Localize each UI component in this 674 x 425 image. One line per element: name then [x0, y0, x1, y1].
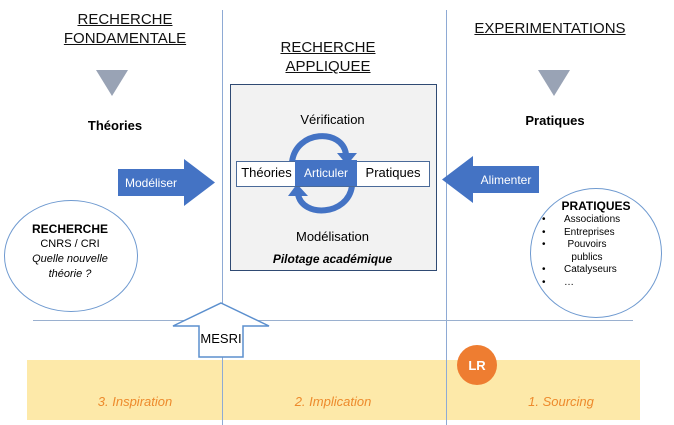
- band-sourcing: 1. Sourcing: [528, 394, 594, 409]
- lr-badge: LR: [457, 345, 497, 385]
- arrow-modeliser-icon: [118, 159, 215, 206]
- arrow-modeliser-label: Modéliser: [124, 176, 178, 190]
- label-pratiques: Pratiques: [525, 113, 585, 128]
- heading-applied-line1: RECHERCHE: [280, 39, 376, 56]
- practices-item: Associations: [542, 214, 652, 227]
- stage-band: [27, 360, 640, 420]
- horizontal-divider: [33, 320, 633, 321]
- caption-pilotage: Pilotage académique: [272, 252, 393, 266]
- practices-item: Pouvoirs publics: [542, 239, 610, 264]
- label-theories: Théories: [87, 118, 143, 133]
- label-modelisation: Modélisation: [296, 229, 369, 244]
- arrow-alimenter-label: Alimenter: [480, 173, 532, 187]
- research-ellipse-text: RECHERCHE CNRS / CRI Quelle nouvelle thé…: [14, 222, 126, 282]
- research-line4: théorie ?: [48, 268, 92, 280]
- practices-item: …: [542, 277, 652, 290]
- down-triangle-right-icon: [538, 70, 570, 96]
- mesri-label: MESRI: [200, 331, 242, 346]
- cycle-arrows-icon: [288, 133, 357, 214]
- band-implication: 2. Implication: [294, 394, 372, 409]
- practices-item: Entreprises: [542, 227, 652, 240]
- practices-ellipse-text: PRATIQUES Associations Entreprises Pouvo…: [542, 199, 652, 289]
- research-line2: CNRS / CRI: [40, 238, 100, 250]
- research-title: RECHERCHE: [31, 222, 108, 236]
- divider-left: [222, 10, 223, 425]
- heading-experimentations: EXPERIMENTATIONS: [474, 20, 626, 37]
- down-triangle-left-icon: [96, 70, 128, 96]
- label-verification: Vérification: [300, 112, 365, 127]
- cell-theories: Théories: [241, 165, 292, 180]
- heading-applied: RECHERCHE APPLIQUEE: [258, 38, 398, 76]
- heading-fundamental-line2: FONDAMENTALE: [63, 30, 187, 47]
- practices-title: PRATIQUES: [561, 199, 631, 213]
- practices-list: Associations Entreprises Pouvoirs public…: [542, 214, 652, 289]
- research-line3: Quelle nouvelle: [32, 253, 108, 265]
- heading-fundamental-line1: RECHERCHE: [77, 11, 173, 28]
- cell-pratiques: Pratiques: [365, 165, 421, 180]
- practices-item: Catalyseurs: [542, 264, 652, 277]
- research-ellipse: [4, 200, 138, 312]
- heading-applied-line2: APPLIQUEE: [285, 58, 371, 75]
- heading-fundamental: RECHERCHE FONDAMENTALE: [50, 10, 200, 48]
- cell-articuler: Articuler: [295, 160, 357, 186]
- arrow-alimenter-icon: [442, 156, 539, 203]
- mesri-up-arrow-icon: [172, 302, 270, 358]
- band-inspiration: 3. Inspiration: [97, 394, 173, 409]
- divider-right: [446, 10, 447, 425]
